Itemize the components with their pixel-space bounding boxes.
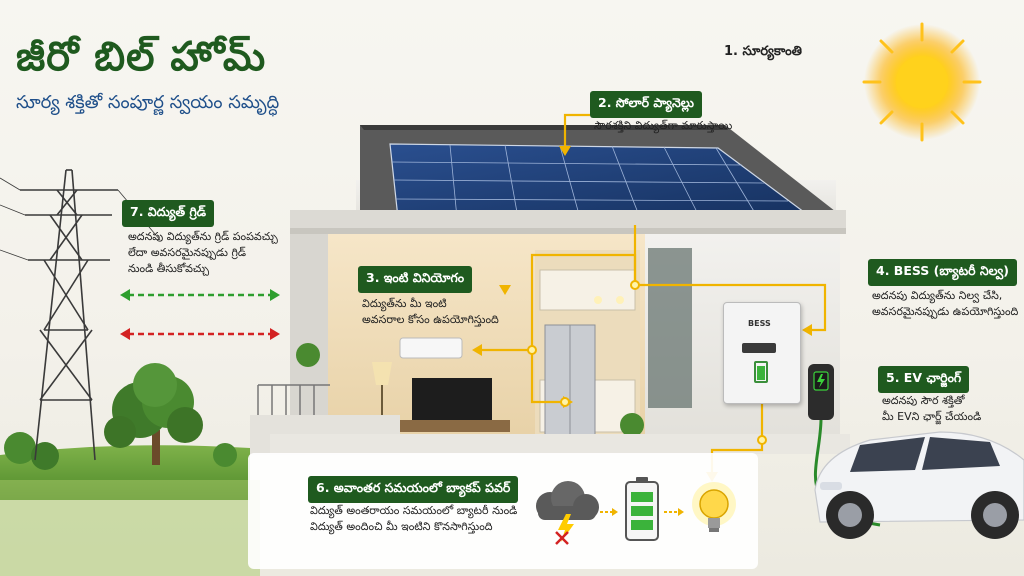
home-use-desc-line1: విద్యుత్‌ను మీ ఇంటి <box>362 297 447 310</box>
backup-flow-illustration <box>536 477 736 545</box>
grid-desc-line3: నుండి తీసుకోవచ్చు <box>128 262 210 275</box>
backup-power-label: 6. అవాంతర సమయంలో బ్యాకప్ పవర్ <box>308 476 519 503</box>
home-use-label: 3. ఇంటి వినియోగం <box>358 266 473 293</box>
sun-icon <box>862 22 982 142</box>
light-bulb-icon <box>692 482 736 532</box>
bess-desc-line2: అవసరమైనప్పుడు ఉపయోగిస్తుంది <box>872 305 1019 318</box>
bess-label: 4. BESS (బ్యాటరీ నిల్వ) <box>868 259 1017 286</box>
battery-icon <box>754 361 768 383</box>
tree <box>104 363 203 465</box>
page-subtitle: సూర్య శక్తితో సంపూర్ణ స్వయం సమృద్ధి <box>16 92 280 113</box>
television <box>412 378 492 420</box>
house <box>250 125 850 455</box>
grid-export-arrow <box>120 289 280 301</box>
sun-label: 1. సూర్యకాంతి <box>724 44 802 59</box>
ev-charging-desc-line1: అదనపు సౌర శక్తితో <box>882 394 965 407</box>
page-title: జీరో బిల్ హోమ్ <box>16 34 267 80</box>
grid-label: 7. విద్యుత్ గ్రిడ్ <box>122 200 215 227</box>
storm-cloud-icon <box>536 481 599 545</box>
solar-panels-desc: సౌరశక్తిని విద్యుత్‌గా మారుస్తాయి <box>594 119 733 132</box>
backup-power-panel <box>248 453 758 569</box>
home-use-desc-line2: అవసరాల కోసం ఉపయోగిస్తుంది <box>362 313 499 326</box>
solar-panels-label: 2. సోలార్ ప్యానెల్లు <box>590 91 702 118</box>
battery-storage-unit <box>723 302 801 404</box>
solar-panels <box>389 143 814 219</box>
ev-charging-desc-line2: మీ EVని ఛార్జ్ చేయండి <box>882 410 982 423</box>
grid-desc-line2: లేదా అవసరమైనప్పుడు గ్రిడ్ <box>128 246 247 259</box>
backup-power-desc-line1: విద్యుత్ అంతరాయం సమయంలో బ్యాటరీ నుండి <box>310 504 518 517</box>
battery-icon <box>625 477 659 541</box>
backup-power-desc-line2: విద్యుత్ అందించి మీ ఇంటిని కొనసాగిస్తుంద… <box>310 520 493 533</box>
bess-device-label: BESS <box>748 319 771 328</box>
grid-import-arrow <box>120 328 280 340</box>
grid-desc-line1: అదనపు విద్యుత్‌ను గ్రిడ్ పంపవచ్చు <box>128 230 278 243</box>
car-icon <box>814 431 1024 539</box>
air-conditioner <box>399 337 463 359</box>
ev-charging-label: 5. EV ఛార్జింగ్ <box>878 366 970 393</box>
bess-desc-line1: అదనపు విద్యుత్‌ను నిల్వ చేసి, <box>872 289 1003 302</box>
